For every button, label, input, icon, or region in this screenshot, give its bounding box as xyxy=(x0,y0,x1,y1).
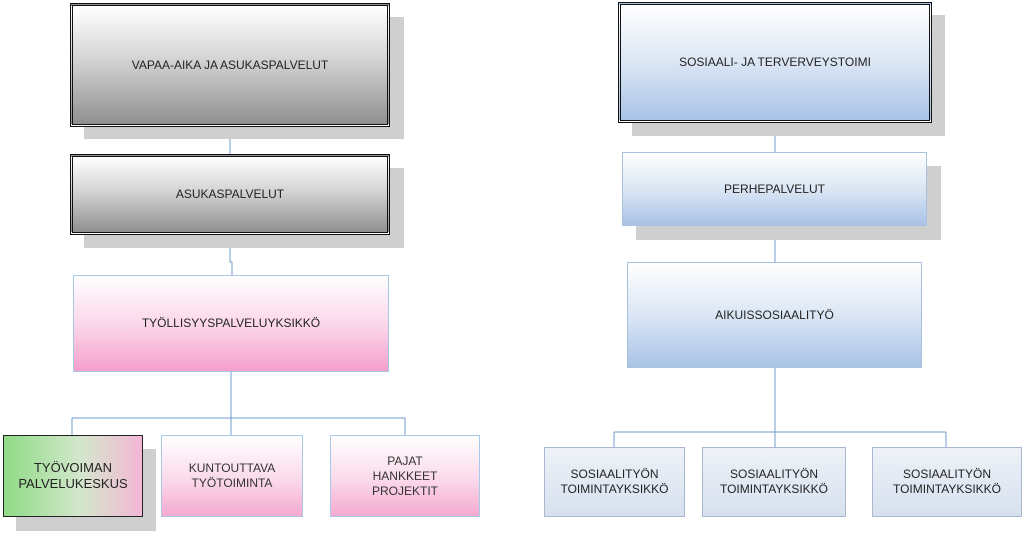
node-label: ASUKASPALVELUT xyxy=(175,187,285,201)
node-label: SOSIAALITYÖN TOIMINTAYKSIKKÖ xyxy=(560,467,669,496)
node-label: TYÖVOIMAN PALVELUKESKUS xyxy=(18,460,128,491)
node-label: AIKUISSOSIAALITYÖ xyxy=(715,307,834,322)
node-tyollisyyspalveluyksikko: TYÖLLISYYSPALVELUYKSIKKÖ xyxy=(73,275,389,372)
node-label: VAPAA-AIKA JA ASUKASPALVELUT xyxy=(131,57,329,72)
node-label: TYÖLLISYYSPALVELUYKSIKKÖ xyxy=(141,316,321,330)
node-kuntouttava-tyotoiminta: KUNTOUTTAVA TYÖTOIMINTA xyxy=(161,435,303,517)
node-vapaa-aika: VAPAA-AIKA JA ASUKASPALVELUT xyxy=(70,3,390,127)
node-sosiaalityon-toimintayksikko-3: SOSIAALITYÖN TOIMINTAYKSIKKÖ xyxy=(872,447,1022,517)
node-perhepalvelut: PERHEPALVELUT xyxy=(622,152,927,226)
node-sosiaalityon-toimintayksikko-1: SOSIAALITYÖN TOIMINTAYKSIKKÖ xyxy=(544,447,685,517)
node-label: KUNTOUTTAVA TYÖTOIMINTA xyxy=(188,461,276,490)
node-aikuissosiaalityo: AIKUISSOSIAALITYÖ xyxy=(627,262,922,368)
node-tyovoiman-palvelukeskus: TYÖVOIMAN PALVELUKESKUS xyxy=(3,435,143,517)
node-sosiaalityon-toimintayksikko-2: SOSIAALITYÖN TOIMINTAYKSIKKÖ xyxy=(702,447,846,517)
node-sosiaali-ja-terveystoimi: SOSIAALI- JA TERVERVEYSTOIMI xyxy=(618,2,932,123)
node-label: PAJAT HANKKEET PROJEKTIT xyxy=(371,453,438,498)
node-asukaspalvelut: ASUKASPALVELUT xyxy=(70,154,390,235)
node-label: SOSIAALI- JA TERVERVEYSTOIMI xyxy=(679,55,871,69)
node-label: PERHEPALVELUT xyxy=(724,181,825,196)
connector-line xyxy=(229,235,233,275)
node-label: SOSIAALITYÖN TOIMINTAYKSIKKÖ xyxy=(719,467,829,496)
node-pajat-hankkeet-projektit: PAJAT HANKKEET PROJEKTIT xyxy=(330,435,480,517)
node-label: SOSIAALITYÖN TOIMINTAYKSIKKÖ xyxy=(892,467,1002,496)
